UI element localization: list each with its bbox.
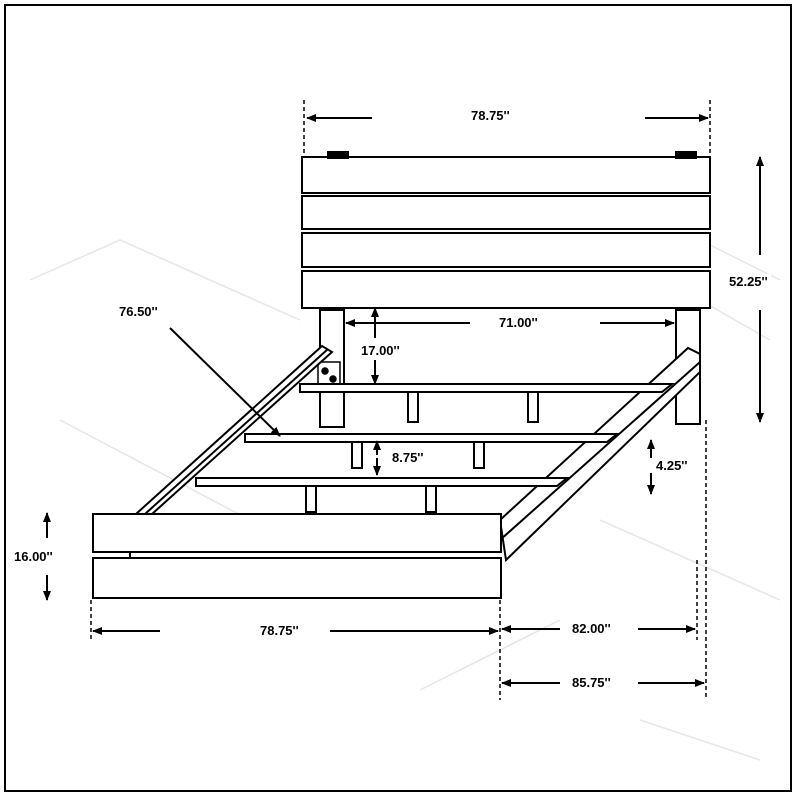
headboard-height-label: 52.25'' — [726, 274, 771, 290]
side-rail-height-label: 4.25'' — [653, 458, 691, 474]
slat-leg — [351, 441, 363, 469]
headboard-plank-3 — [301, 232, 711, 268]
overall-length-label: 85.75'' — [569, 675, 614, 691]
left-side-rail — [133, 344, 334, 515]
headboard-cap-right — [675, 151, 697, 159]
inner-length-label: 82.00'' — [569, 621, 614, 637]
diagonal-label: 76.50'' — [116, 304, 161, 320]
extension-lines — [90, 100, 711, 700]
headboard-plank-1 — [301, 156, 711, 194]
slat-3 — [195, 477, 570, 487]
footboard-height-label: 16.00'' — [11, 549, 56, 565]
headboard-plank-2 — [301, 195, 711, 230]
footboard — [92, 513, 502, 599]
clearance-label: 17.00'' — [358, 343, 403, 359]
headboard — [301, 151, 711, 428]
slat-leg — [473, 441, 485, 469]
slat-leg — [425, 485, 437, 513]
slats — [195, 383, 675, 513]
headboard-width-label: 78.75'' — [468, 108, 513, 124]
headboard-cap-left — [327, 151, 349, 159]
slat-height-label: 8.75'' — [389, 450, 427, 466]
footboard-width-label: 78.75'' — [257, 623, 302, 639]
slat-1 — [299, 383, 675, 393]
right-side-rail — [498, 346, 701, 563]
slat-leg — [527, 391, 539, 423]
inner-width-label: 71.00'' — [496, 315, 541, 331]
slat-leg — [407, 391, 419, 423]
headboard-plank-4 — [301, 270, 711, 309]
slat-2 — [244, 433, 620, 443]
faint-background-sketch — [29, 239, 781, 761]
footboard-plank-top — [92, 513, 502, 553]
dimension-lines — [43, 114, 764, 687]
slat-leg — [305, 485, 317, 513]
footboard-plank-bottom — [92, 557, 502, 599]
